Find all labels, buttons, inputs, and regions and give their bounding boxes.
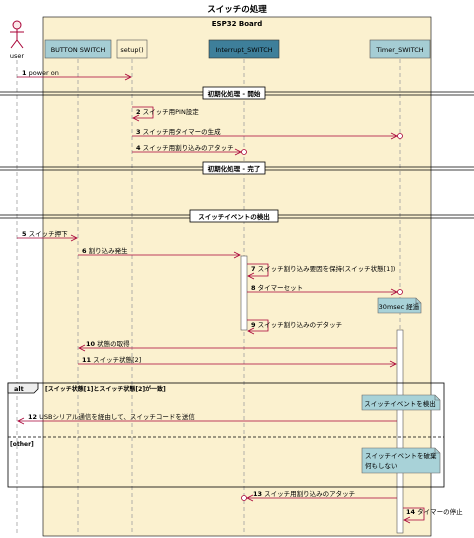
- message-10-number: 10: [86, 340, 96, 348]
- message-9-text: スイッチ割り込みのデタッチ: [258, 320, 343, 329]
- message-12-text: USBシリアル通信を経由して、スイッチコードを送信: [39, 412, 195, 421]
- message-8-number: 8: [251, 284, 256, 292]
- message-7-number: 7: [251, 265, 256, 273]
- message-5: 5 スイッチ押下: [17, 229, 78, 242]
- interrupt-activation-bar: [240, 255, 248, 331]
- message-9: 9 スイッチ割り込みのデタッチ: [247, 319, 342, 335]
- message-6: 6 割り込み発生: [78, 246, 241, 259]
- message-6-number: 6: [82, 247, 87, 255]
- divider-switch-event-label: スイッチイベントの検出: [198, 212, 270, 221]
- board-box-title: ESP32 Board: [212, 20, 262, 28]
- svg-text:14 タイマーの停止: 14 タイマーの停止: [406, 507, 463, 516]
- message-1: 1 power on: [17, 69, 132, 81]
- svg-text:9 スイッチ割り込みのデタッチ: 9 スイッチ割り込みのデタッチ: [251, 320, 342, 329]
- participant-setup: [116, 39, 148, 59]
- message-7-text: スイッチ割り込み要因を保持(スイッチ状態[1]): [258, 264, 396, 273]
- message-5-text: スイッチ押下: [29, 229, 69, 238]
- message-3-number: 3: [136, 128, 141, 136]
- participant-timer-switch: [369, 39, 431, 59]
- svg-text:12 USBシリアル通信を経由して、スイッチコードを送信: 12 USBシリアル通信を経由して、スイッチコードを送信: [28, 412, 195, 421]
- message-4: 4 スイッチ用割り込みのアタッチ: [132, 143, 247, 156]
- message-1-number: 1: [22, 69, 27, 77]
- svg-text:2 スイッチ用PIN設定: 2 スイッチ用PIN設定: [136, 107, 199, 116]
- svg-text:4 スイッチ用割り込みのアタッチ: 4 スイッチ用割り込みのアタッチ: [136, 143, 234, 152]
- alt-else-label: [other]: [10, 441, 34, 448]
- message-10: 10 状態の取得: [78, 339, 397, 352]
- message-1-text: power on: [29, 69, 59, 77]
- svg-text:3 スイッチ用タイマーの生成: 3 スイッチ用タイマーの生成: [136, 127, 221, 136]
- message-7: 7 スイッチ割り込み要因を保持(スイッチ状態[1]): [247, 263, 395, 280]
- diagram-title: スイッチの処理: [207, 4, 267, 15]
- note-event-detected-text: スイッチイベントを検出: [364, 399, 436, 408]
- svg-text:13 スイッチ用割り込みのアタッチ: 13 スイッチ用割り込みのアタッチ: [253, 489, 355, 498]
- participant-timer-switch-label: Timer_SWITCH: [375, 46, 423, 54]
- message-12: 12 USBシリアル通信を経由して、スイッチコードを送信: [17, 412, 397, 425]
- message-11-number: 11: [82, 356, 92, 364]
- user-actor-icon: [10, 20, 24, 49]
- user-actor-label: user: [10, 52, 25, 60]
- message-9-number: 9: [251, 321, 256, 329]
- message-2-number: 2: [136, 108, 141, 116]
- svg-text:11 スイッチ状態[2]: 11 スイッチ状態[2]: [82, 355, 141, 364]
- message-10-text: 状態の取得: [97, 339, 130, 348]
- alt-frame: alt [スイッチ状態[1]とスイッチ状態[2]が一致] [other]: [7, 382, 445, 488]
- svg-text:6 割り込み発生: 6 割り込み発生: [82, 246, 128, 255]
- message-2-text: スイッチ用PIN設定: [143, 107, 200, 116]
- participant-button-switch-label: BUTTON SWITCH: [51, 46, 106, 54]
- svg-text:10 状態の取得: 10 状態の取得: [86, 339, 130, 348]
- message-11-text: スイッチ状態[2]: [93, 355, 141, 364]
- alt-keyword: alt: [14, 385, 24, 393]
- svg-text:7 スイッチ割り込み要因を保持(スイッチ状態[1]): 7 スイッチ割り込み要因を保持(スイッチ状態[1]): [251, 264, 395, 273]
- message-4-number: 4: [136, 144, 141, 152]
- message-3: 3 スイッチ用タイマーの生成: [132, 127, 403, 140]
- participant-setup-label: setup(): [120, 46, 143, 54]
- svg-text:8 タイマーセット: 8 タイマーセット: [251, 283, 303, 292]
- divider-init-start: 初期化処理 - 開始: [0, 86, 474, 100]
- timer-activation-bar: [396, 329, 404, 534]
- message-5-number: 5: [22, 230, 27, 238]
- participant-button-switch: [44, 39, 112, 59]
- participant-interrupt-switch: [208, 39, 280, 59]
- note-timer-elapsed: 30msec 経過: [377, 297, 422, 314]
- message-14-text: タイマーの停止: [417, 507, 463, 516]
- message-8: 8 タイマーセット: [247, 283, 403, 296]
- message-14-number: 14: [406, 508, 416, 516]
- message-13-number: 13: [253, 490, 262, 498]
- svg-text:1 power on: 1 power on: [22, 69, 59, 77]
- message-12-number: 12: [28, 413, 37, 421]
- participant-interrupt-switch-label: Interrupt_SWITCH: [215, 46, 272, 54]
- message-6-text: 割り込み発生: [89, 246, 129, 255]
- divider-init-complete: 初期化処理 - 完了: [0, 161, 474, 175]
- message-2: 2 スイッチ用PIN設定: [132, 106, 199, 122]
- note-event-discarded-line1: スイッチイベントを破棄: [365, 451, 437, 460]
- message-4-text: スイッチ用割り込みのアタッチ: [143, 143, 234, 152]
- message-13-text: スイッチ用割り込みのアタッチ: [264, 489, 355, 498]
- message-3-text: スイッチ用タイマーの生成: [143, 127, 222, 136]
- message-8-text: タイマーセット: [258, 283, 304, 292]
- svg-text:5 スイッチ押下: 5 スイッチ押下: [22, 229, 68, 238]
- note-timer-elapsed-text: 30msec 経過: [379, 302, 420, 311]
- alt-condition: [スイッチ状態[1]とスイッチ状態[2]が一致]: [45, 385, 166, 393]
- divider-init-complete-label: 初期化処理 - 完了: [208, 164, 261, 173]
- note-event-discarded-line2: 何もしない: [365, 461, 398, 470]
- divider-init-start-label: 初期化処理 - 開始: [208, 89, 261, 98]
- divider-switch-event: スイッチイベントの検出: [0, 209, 474, 223]
- message-14: 14 タイマーの停止: [403, 507, 463, 524]
- note-event-detected: スイッチイベントを検出: [361, 394, 441, 411]
- message-13: 13 スイッチ用割り込みのアタッチ: [241, 489, 397, 502]
- message-11: 11 スイッチ状態[2]: [78, 355, 397, 368]
- note-event-discarded: スイッチイベントを破棄 何もしない: [361, 447, 441, 474]
